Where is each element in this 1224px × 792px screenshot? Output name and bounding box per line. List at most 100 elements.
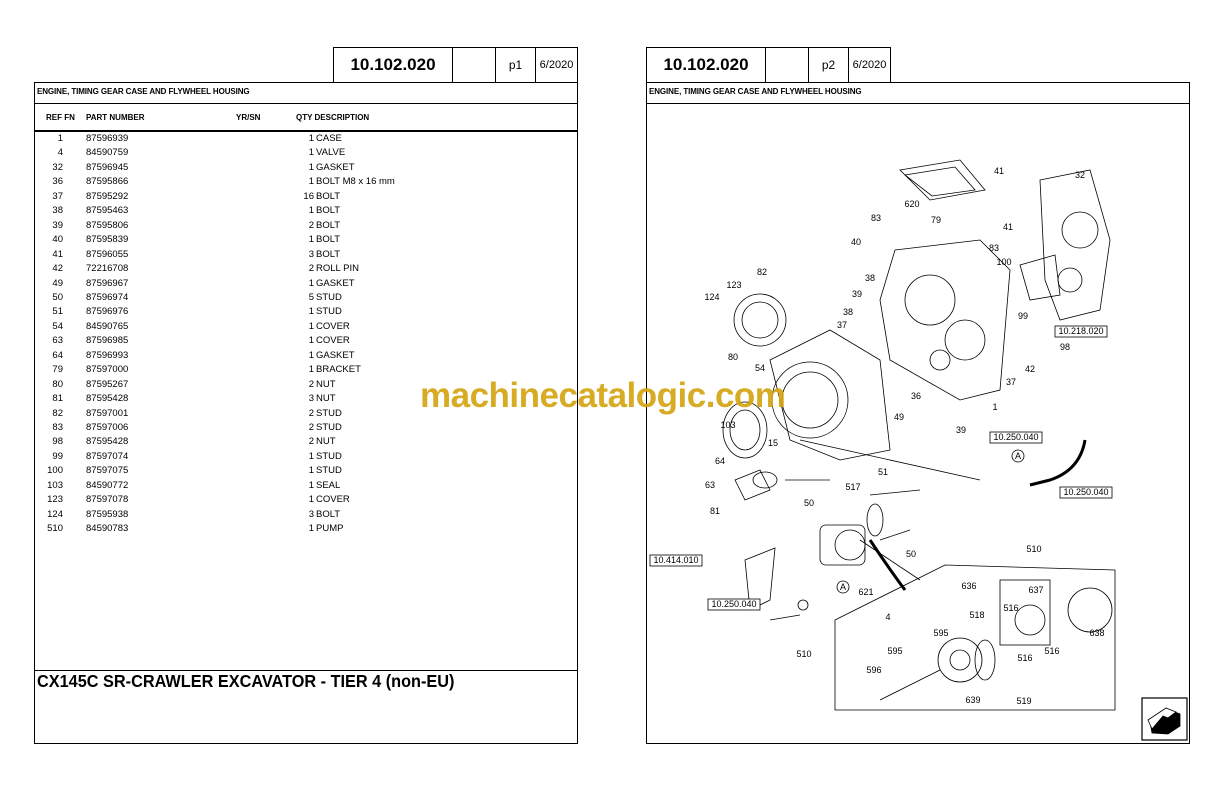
- cell-desc: BOLT: [316, 248, 341, 260]
- cell-ref: 4: [57, 147, 63, 159]
- cell-ref: 54: [52, 320, 63, 332]
- reference-link[interactable]: 10.414.010: [649, 554, 703, 567]
- reference-link[interactable]: 10.250.040: [1059, 486, 1113, 499]
- cell-ref: 98: [52, 436, 63, 448]
- cell-desc: STUD: [316, 450, 342, 462]
- cell-ref: 51: [52, 306, 63, 318]
- cell-pn: 87597074: [86, 450, 129, 462]
- callout-label: 37: [837, 320, 847, 330]
- cell-desc: BRACKET: [316, 364, 361, 376]
- cell-pn: 87595938: [86, 508, 129, 520]
- cell-desc: ROLL PIN: [316, 263, 359, 275]
- cell-pn: 87595428: [86, 393, 129, 405]
- callout-label: 82: [757, 267, 767, 277]
- reference-label: 10.250.040: [993, 432, 1038, 442]
- cell-pn: 87597000: [86, 364, 129, 376]
- cell-qty: 1: [308, 234, 314, 246]
- callout-label: 39: [852, 289, 862, 299]
- cell-ref: 100: [47, 465, 63, 477]
- cell-qty: 2: [308, 422, 314, 433]
- cell-ref: 41: [52, 248, 63, 260]
- callout-label: 99: [1018, 311, 1028, 321]
- cell-pn: 87597075: [86, 465, 129, 477]
- reference-link[interactable]: 10.250.040: [707, 598, 761, 611]
- cell-ref: 38: [52, 205, 63, 217]
- cell-ref: 79: [52, 364, 63, 376]
- callout-label: 42: [1025, 364, 1035, 374]
- cell-ref: 510: [47, 523, 63, 535]
- cell-desc: BOLT: [316, 508, 341, 520]
- callout-label: 50: [804, 498, 814, 508]
- reference-label: 10.250.040: [1063, 487, 1108, 497]
- cell-pn: 87595806: [86, 219, 129, 231]
- callout-label: 595: [933, 628, 948, 638]
- cell-qty: 2: [308, 378, 314, 390]
- cell-ref: 82: [52, 407, 63, 419]
- callout-label: 83: [871, 213, 881, 223]
- reference-box: [989, 431, 1043, 444]
- section-title: ENGINE, TIMING GEAR CASE AND FLYWHEEL HO…: [37, 87, 250, 96]
- cell-desc: BOLT: [316, 234, 341, 246]
- callout-label: 50: [906, 549, 916, 559]
- cell-desc: NUT: [316, 436, 336, 448]
- cell-desc: BOLT M8 x 16 mm: [316, 176, 395, 188]
- callout-label: 98: [1060, 342, 1070, 352]
- callout-label: 64: [715, 456, 725, 466]
- divider: [34, 103, 578, 104]
- marker-circle: [1011, 449, 1025, 463]
- cell-qty: 1: [308, 450, 314, 462]
- page-date: 6/2020: [535, 47, 578, 83]
- cell-pn: 84590772: [86, 479, 129, 491]
- callout-label: 83: [989, 243, 999, 253]
- callout-label: 37: [1006, 377, 1016, 387]
- callout-label: 32: [1075, 170, 1085, 180]
- reference-link[interactable]: 10.218.020: [1054, 325, 1108, 338]
- divider: [646, 103, 1190, 104]
- cell-desc: GASKET: [316, 277, 355, 289]
- cell-ref: 123: [47, 494, 63, 506]
- cell-qty: 1: [308, 161, 314, 173]
- callout-label: 516: [1003, 603, 1018, 613]
- cell-pn: 87596974: [86, 291, 129, 303]
- cell-ref: 37: [52, 190, 63, 202]
- cell-ref: 63: [52, 335, 63, 347]
- cell-desc: STUD: [316, 422, 342, 433]
- callout-label: 595: [887, 646, 902, 656]
- cell-desc: COVER: [316, 320, 350, 332]
- callout-label: 636: [961, 581, 976, 591]
- cell-qty: 16: [303, 190, 314, 202]
- cell-pn: 87595866: [86, 176, 129, 188]
- section-title: ENGINE, TIMING GEAR CASE AND FLYWHEEL HO…: [649, 87, 862, 96]
- callout-label: 519: [1016, 696, 1031, 706]
- cell-desc: GASKET: [316, 349, 355, 361]
- cell-desc: STUD: [316, 306, 342, 318]
- cell-qty: 2: [308, 219, 314, 231]
- cell-pn: 87596939: [86, 133, 129, 144]
- right-page: [646, 82, 1190, 744]
- cell-pn: 87596055: [86, 248, 129, 260]
- callout-label: 54: [755, 363, 765, 373]
- cell-qty: 5: [308, 291, 314, 303]
- callout-label: 516: [1017, 653, 1032, 663]
- cell-qty: 1: [308, 494, 314, 506]
- next-page-arrow-icon[interactable]: [1141, 697, 1188, 741]
- cell-qty: 2: [308, 436, 314, 448]
- reference-link[interactable]: 10.250.040: [989, 431, 1043, 444]
- cell-desc: SEAL: [316, 479, 341, 491]
- cell-ref: 42: [52, 263, 63, 275]
- cell-qty: 1: [308, 320, 314, 332]
- divider: [34, 670, 578, 671]
- cell-ref: 99: [52, 450, 63, 462]
